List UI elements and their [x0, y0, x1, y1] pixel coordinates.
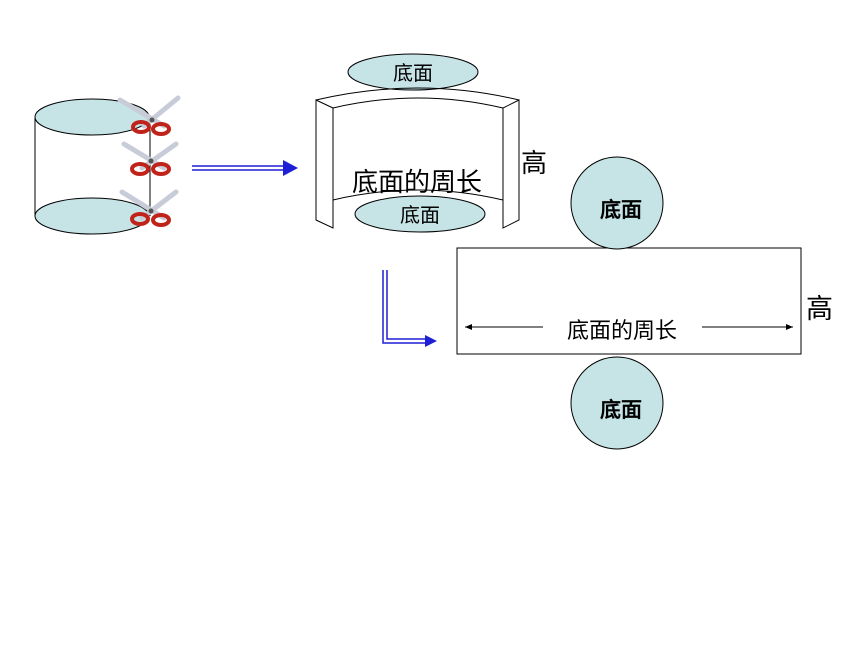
height-label-net: 高: [806, 294, 833, 325]
curved-circumference-label: 底面的周长: [352, 168, 482, 198]
bottom-face: [354, 195, 486, 233]
net-bottom-face: [570, 356, 664, 450]
curled-left-edge: [315, 99, 334, 229]
scissors-icon: [119, 189, 179, 227]
top-face-label: 底面: [393, 61, 433, 85]
lateral-rectangle: [456, 247, 802, 355]
curled-right-edge: [502, 99, 520, 229]
height-label-step2: 高: [521, 149, 547, 179]
bottom-face-label: 底面: [400, 203, 440, 227]
unfolded-net: [456, 156, 802, 450]
closed-cylinder: [34, 98, 151, 235]
opening-cylinder: [315, 53, 520, 233]
net-top-face-label: 底面: [600, 198, 642, 222]
net-circumference-label: 底面的周长: [567, 319, 677, 344]
net-top-face: [570, 156, 664, 250]
scissors-icon: [117, 95, 181, 136]
lifted-top-face: [347, 53, 479, 91]
arrow-right: [192, 160, 298, 176]
arrow-down-right: [382, 270, 437, 347]
net-bottom-face-label: 底面: [600, 398, 642, 422]
scissors-icon: [121, 141, 179, 176]
